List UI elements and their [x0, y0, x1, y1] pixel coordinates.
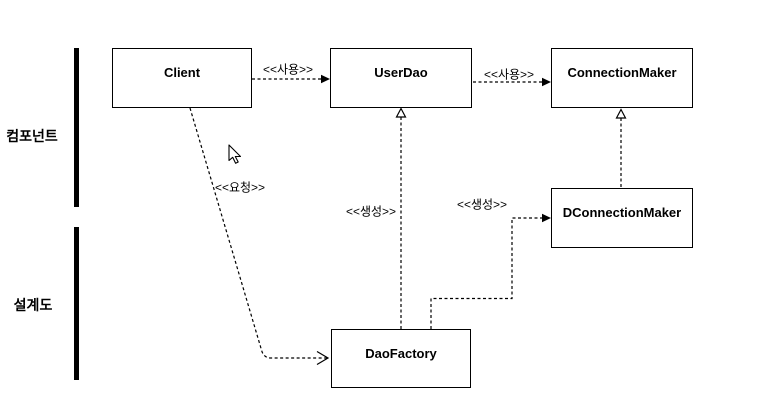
node-client[interactable]: Client: [112, 48, 252, 108]
node-connectionmaker[interactable]: ConnectionMaker: [551, 48, 693, 108]
mouse-cursor-icon: [228, 144, 242, 164]
node-connectionmaker-label: ConnectionMaker: [567, 65, 677, 80]
edge-daofactory-dconnectionmaker-arrowhead-icon: [542, 213, 551, 223]
edge-label-create-2: <<생성>>: [456, 197, 508, 212]
edge-client-daofactory-open-arrowhead-icon: [316, 350, 330, 366]
edge-label-request: <<요청>>: [214, 180, 266, 195]
edge-client-daofactory-line[interactable]: [189, 107, 328, 359]
node-userdao[interactable]: UserDao: [330, 48, 472, 108]
edge-daofactory-userdao-triangle-icon: [395, 107, 407, 118]
edge-client-userdao-arrowhead-icon: [321, 74, 330, 84]
node-dconnectionmaker-label: DConnectionMaker: [562, 205, 682, 220]
edge-label-use-2: <<사용>>: [483, 67, 535, 82]
node-client-label: Client: [163, 65, 201, 80]
node-userdao-label: UserDao: [374, 65, 428, 80]
section-bar-blueprint: [74, 227, 79, 380]
node-daofactory[interactable]: DaoFactory: [331, 329, 471, 388]
edge-dconnectionmaker-connectionmaker-triangle-icon: [615, 108, 627, 119]
edge-label-create-1: <<생성>>: [345, 204, 397, 219]
edge-daofactory-dconnectionmaker-line[interactable]: [430, 217, 544, 329]
section-label-blueprint: 설계도: [13, 297, 53, 313]
edge-label-use-1: <<사용>>: [262, 62, 314, 77]
section-bar-component: [74, 48, 79, 207]
section-label-component: 컴포넌트: [6, 128, 58, 144]
node-dconnectionmaker[interactable]: DConnectionMaker: [551, 188, 693, 248]
edge-userdao-connectionmaker-arrowhead-icon: [542, 77, 551, 87]
node-daofactory-label: DaoFactory: [365, 345, 437, 361]
